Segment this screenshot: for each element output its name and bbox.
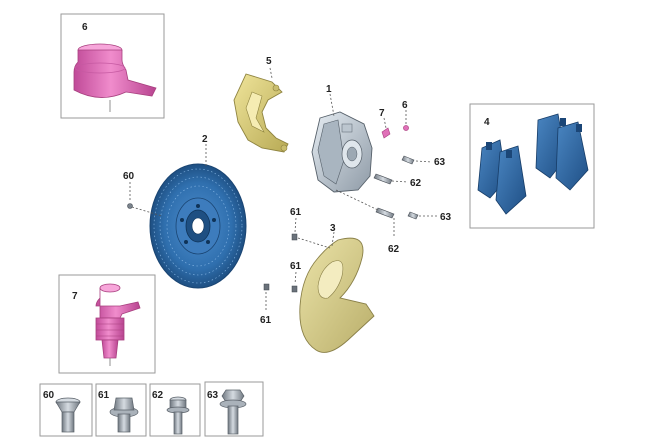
- bolt-disc: [127, 182, 163, 217]
- thumb-label-61: 61: [98, 390, 110, 401]
- caliper-bracket: [233, 73, 289, 153]
- countersunk-screw-icon: [55, 397, 81, 433]
- thumb-label-60: 60: [43, 390, 55, 401]
- flange-bolt-icon: [219, 389, 247, 435]
- callout-bolt-disc: 60: [123, 171, 135, 182]
- callout-bracket: 5: [266, 56, 272, 67]
- callout-caliper: 1: [326, 84, 332, 95]
- hex-bolt-icon: [166, 396, 190, 435]
- bolt-bracket-lower: [407, 211, 438, 220]
- callout-disc: 2: [202, 134, 208, 145]
- bolt-shield-low: [263, 283, 270, 310]
- leader-caliper-axis: [335, 189, 379, 211]
- callout-bleed-small: 7: [379, 108, 385, 119]
- bolt-shield-mid: [291, 271, 298, 293]
- dust-shield: [299, 237, 375, 353]
- callout-bolt-bracket-lower: 63: [440, 212, 452, 223]
- flange-screw-icon: [109, 397, 139, 433]
- bleed-screw-small: [381, 117, 391, 139]
- callout-shield: 3: [330, 223, 336, 234]
- dust-cap-small: [403, 110, 409, 131]
- inset-pads: 4: [469, 103, 595, 229]
- callout-inset-bleed: 7: [72, 291, 78, 302]
- bleed-screw-icon: [95, 283, 141, 366]
- callout-bolt-shield-top: 61: [290, 207, 302, 218]
- callout-bolt-shield-mid: 61: [290, 261, 302, 272]
- inset-bleed: 7: [58, 274, 156, 374]
- fastener-thumb-63: 63: [204, 381, 264, 437]
- dust-cap-icon: [73, 43, 157, 112]
- leader-caliper: [329, 93, 335, 117]
- fastener-thumb-61: 61: [95, 383, 147, 437]
- callout-bolt-shield-low: 61: [260, 315, 272, 326]
- thumb-label-62: 62: [152, 390, 164, 401]
- inset-cap: 6: [60, 13, 165, 119]
- brake-pads-icon: [477, 113, 589, 215]
- fastener-thumb-62: 62: [149, 383, 201, 437]
- bolt-shield-top: [291, 217, 331, 249]
- fastener-thumb-60: 60: [39, 383, 93, 437]
- callout-inset-pads: 4: [484, 117, 490, 128]
- callout-bolt-caliper-upper: 62: [410, 178, 422, 189]
- brake-disc: [149, 163, 247, 289]
- brake-caliper: [311, 111, 373, 193]
- callout-inset-cap: 6: [82, 22, 88, 33]
- callout-bolt-caliper-lower: 62: [388, 244, 400, 255]
- thumb-label-63: 63: [207, 390, 219, 401]
- bolt-caliper-lower: [375, 207, 395, 238]
- bolt-caliper-upper: [373, 173, 409, 185]
- callout-bolt-bracket-upper: 63: [434, 157, 446, 168]
- callout-cap-small: 6: [402, 100, 408, 111]
- leader-bracket: [269, 67, 273, 79]
- bolt-bracket-upper: [401, 155, 433, 165]
